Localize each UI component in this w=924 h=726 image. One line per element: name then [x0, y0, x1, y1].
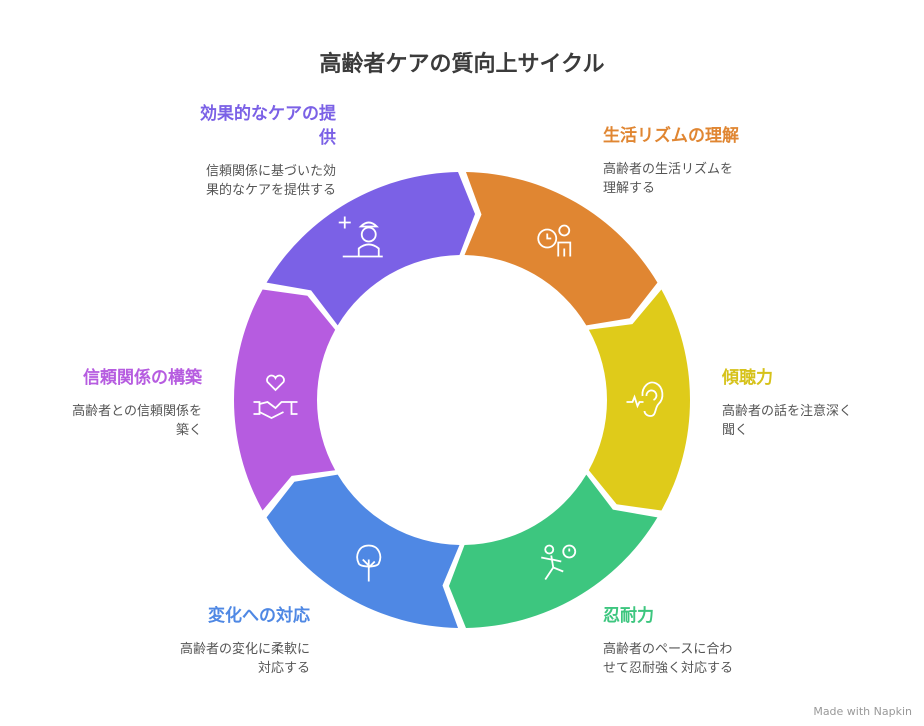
heading-care: 効果的なケアの提供: [136, 102, 336, 150]
desc-line: 築く: [175, 423, 202, 438]
label-change: 変化への対応 高齢者の変化に柔軟に対応する: [110, 604, 310, 678]
desc-line: 果的なケアを提供する: [205, 183, 336, 198]
ear-icon: [626, 381, 664, 417]
segment-3: [266, 474, 460, 628]
heading-listening: 傾聴力: [722, 368, 773, 388]
desc-line: 対応する: [257, 661, 310, 676]
heading-change: 変化への対応: [208, 606, 310, 626]
segment-0: [464, 172, 658, 326]
desc-line: せて忍耐強く対応する: [603, 661, 734, 676]
segment-4: [233, 289, 336, 511]
footer-credit: Made with Napkin: [813, 705, 912, 718]
desc-line: 高齢者の生活リズムを: [603, 162, 734, 177]
heading-line: 効果的なケアの提: [200, 104, 336, 124]
heading-trust: 信頼関係の構築: [83, 368, 202, 388]
desc-line: 信頼関係に基づいた効: [205, 164, 336, 179]
desc-line: 高齢者のペースに合わ: [603, 642, 733, 657]
heading-patience: 忍耐力: [603, 606, 654, 626]
segment-5: [266, 172, 476, 326]
runner-stopwatch-icon: [541, 544, 577, 581]
segment-1: [588, 289, 690, 511]
desc-line: 聞く: [722, 423, 749, 438]
heart-handshake-icon: [253, 374, 298, 420]
nurse-icon: [338, 216, 383, 258]
tree-icon: [356, 544, 382, 582]
desc-line: 高齢者の変化に柔軟に: [179, 642, 310, 657]
label-trust: 信頼関係の構築 高齢者との信頼関係を築く: [2, 366, 202, 440]
label-rhythm: 生活リズムの理解 高齢者の生活リズムを理解する: [603, 124, 803, 198]
heading-rhythm: 生活リズムの理解: [603, 126, 739, 146]
label-listening: 傾聴力 高齢者の話を注意深く聞く: [722, 366, 922, 440]
desc-line: 高齢者との信頼関係を: [72, 404, 202, 419]
diagram-title: 高齢者ケアの質向上サイクル: [319, 52, 605, 77]
desc-line: 理解する: [603, 181, 656, 196]
clock-person-icon: [537, 224, 572, 257]
label-patience: 忍耐力 高齢者のペースに合わせて忍耐強く対応する: [603, 604, 803, 678]
heading-line: 供: [319, 128, 336, 148]
label-care: 効果的なケアの提供 信頼関係に基づいた効果的なケアを提供する: [136, 102, 336, 200]
desc-line: 高齢者の話を注意深く: [722, 404, 853, 419]
